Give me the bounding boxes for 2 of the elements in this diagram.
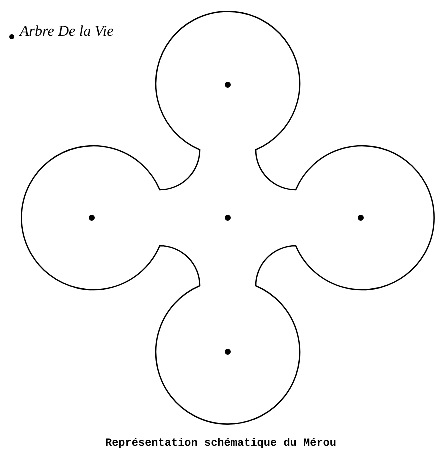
caption: Représentation schématique du Mérou bbox=[104, 438, 338, 450]
handwritten-note: Arbre De la Vie bbox=[20, 24, 114, 41]
